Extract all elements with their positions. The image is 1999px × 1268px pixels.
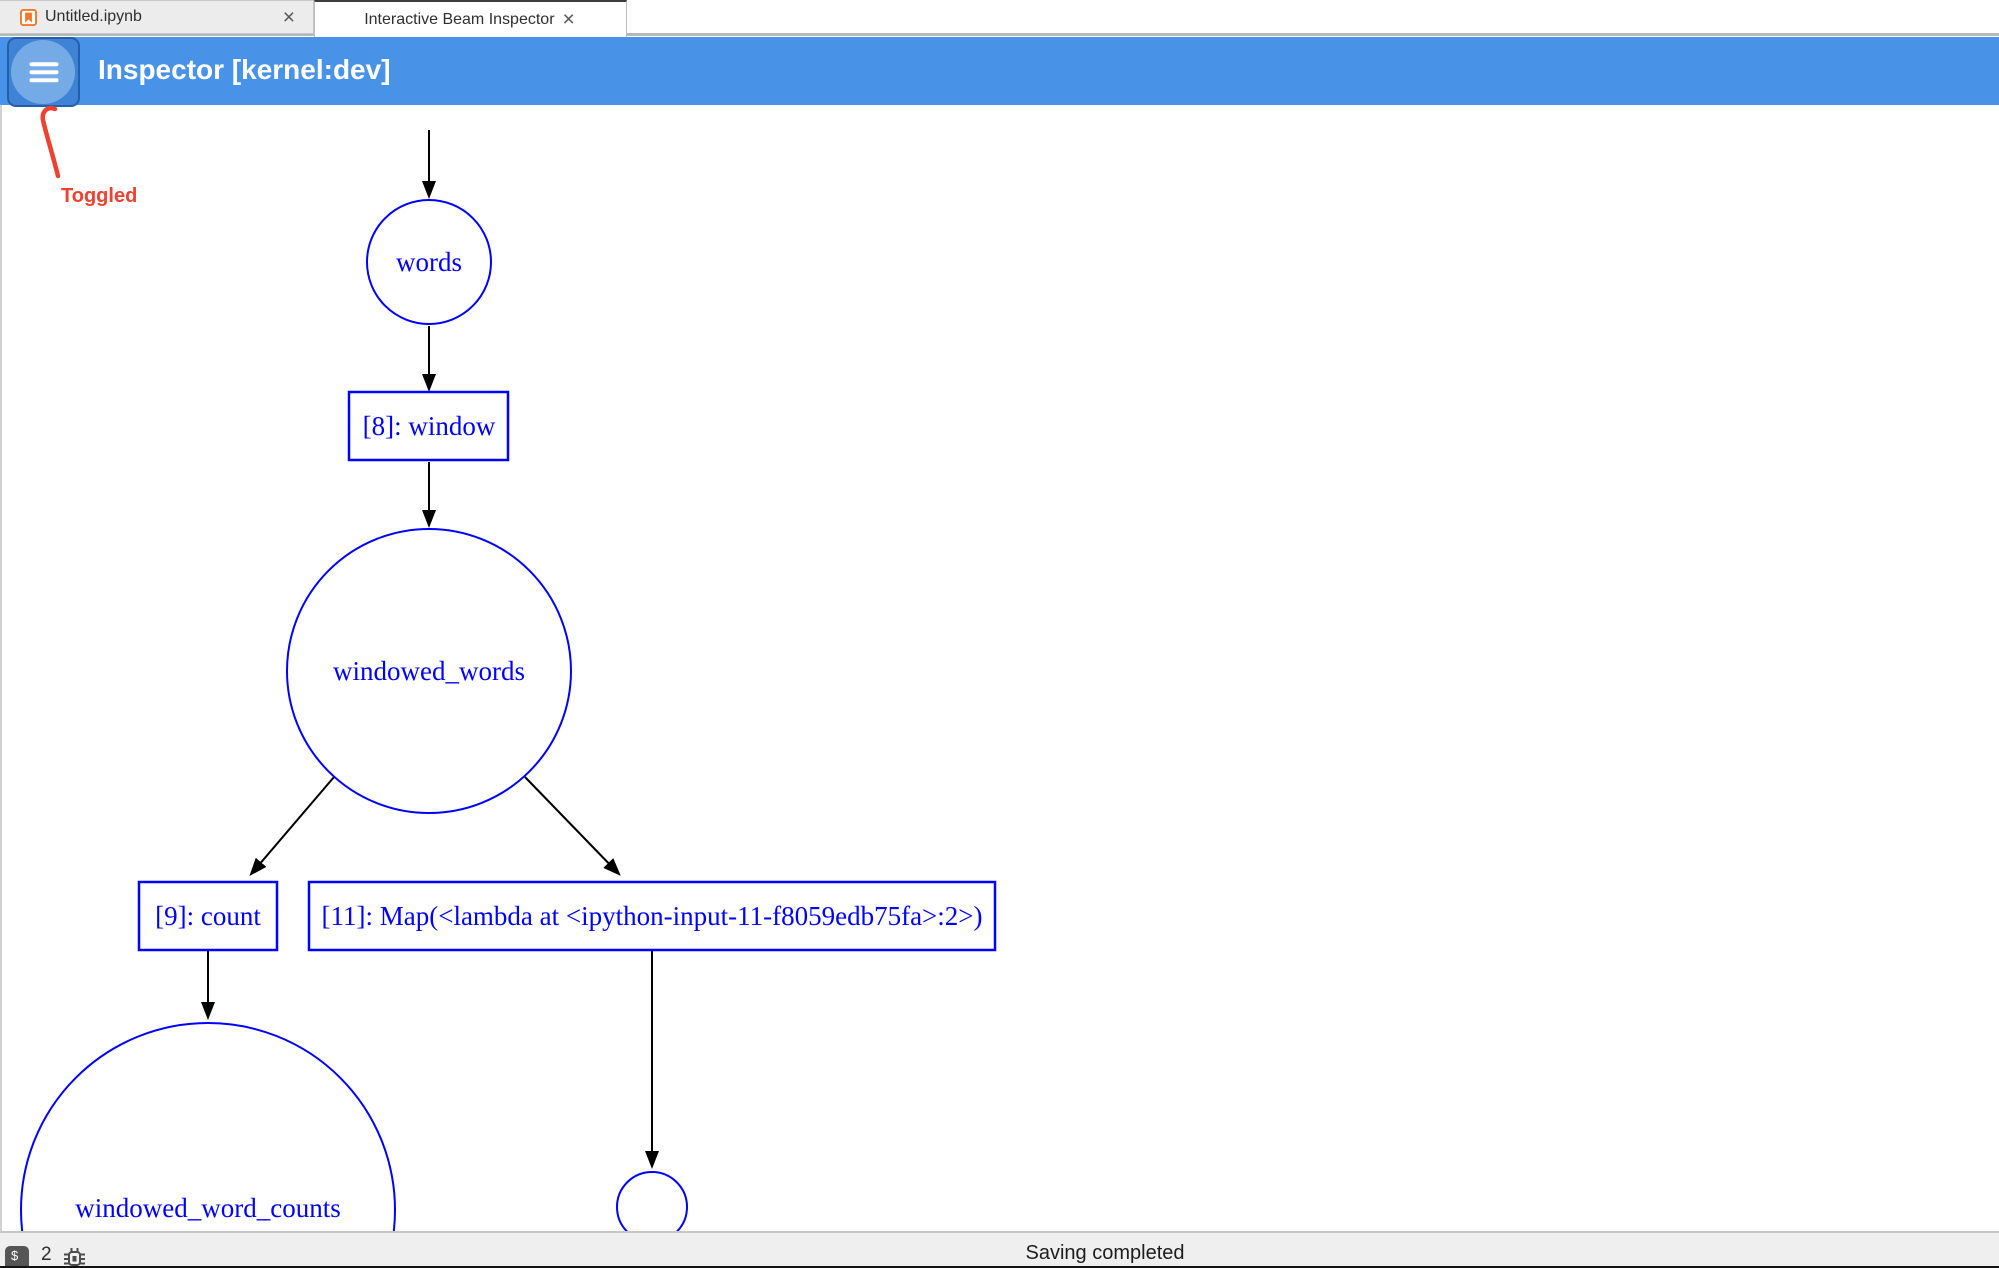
tab-close-icon[interactable]: ×: [282, 5, 295, 29]
svg-text:[8]: window: [8]: window: [363, 411, 496, 441]
svg-text:[9]: count: [9]: count: [155, 901, 261, 931]
tab-bar-underline: [0, 33, 1999, 36]
tab-label: Interactive Beam Inspector: [364, 10, 555, 28]
node-windowed-words: windowed_words: [286, 528, 572, 814]
edge-windowed-words-to-map: [524, 776, 621, 876]
svg-text:[11]: Map(<lambda at <ipython-: [11]: Map(<lambda at <ipython-input-11-f…: [322, 901, 983, 931]
hamburger-icon: [29, 58, 58, 86]
inspector-header: Inspector [kernel:dev]: [0, 37, 1999, 105]
svg-text:windowed_words: windowed_words: [333, 656, 525, 686]
tab-close-icon[interactable]: ×: [562, 8, 575, 31]
terminal-icon: $: [5, 1246, 29, 1266]
pipeline-graph: words [8]: window windowed_words [9]: co…: [20, 130, 997, 1231]
terminal-session-count: 2: [41, 1244, 52, 1265]
node-anonymous-pcollection: [616, 1171, 688, 1231]
notebook-icon: [20, 8, 37, 26]
status-bar: $ 2 Saving completed: [0, 1233, 1999, 1266]
node-window-transform: [8]: window: [347, 390, 510, 462]
page-title: Inspector [kernel:dev]: [98, 54, 391, 85]
node-windowed-word-counts: windowed_word_counts: [20, 1022, 396, 1231]
node-map-transform: [11]: Map(<lambda at <ipython-input-11-f…: [307, 880, 997, 952]
svg-text:words: words: [396, 247, 462, 277]
bug-icon: [64, 1248, 85, 1266]
screen-bottom-edge: [0, 1266, 1999, 1268]
inspector-content: words [8]: window windowed_words [9]: co…: [0, 105, 1999, 1231]
pipeline-edges: [201, 130, 659, 1169]
edge-windowed-words-to-count: [249, 776, 335, 877]
tab-interactive-beam-inspector[interactable]: Interactive Beam Inspector ×: [314, 0, 627, 37]
node-words: words: [366, 199, 492, 325]
statusbar-divider: [0, 1231, 1999, 1233]
node-count-transform: [9]: count: [137, 880, 279, 952]
menu-toggle-button[interactable]: [7, 37, 80, 107]
status-message: Saving completed: [1025, 1242, 1185, 1264]
tab-untitled-notebook[interactable]: Untitled.ipynb ×: [0, 0, 314, 34]
terminal-sessions-indicator[interactable]: $ 2: [5, 1244, 52, 1266]
toggled-annotation-label: Toggled: [61, 185, 138, 207]
tab-label: Untitled.ipynb: [45, 8, 142, 25]
tab-bar: Untitled.ipynb × Interactive Beam Inspec…: [0, 0, 1999, 37]
debugger-indicator[interactable]: [61, 1244, 88, 1266]
svg-text:windowed_word_counts: windowed_word_counts: [75, 1193, 340, 1223]
